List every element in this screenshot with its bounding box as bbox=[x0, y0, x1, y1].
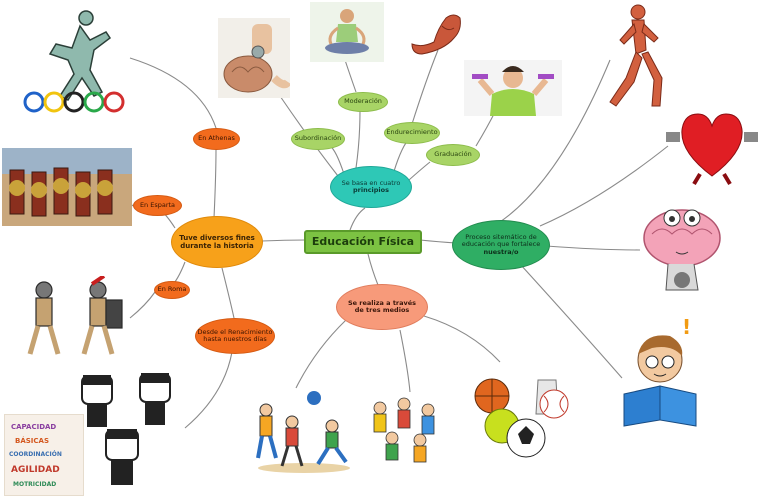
gladiators-icon bbox=[27, 276, 123, 355]
principles-line1: Se basa en cuatro bbox=[341, 178, 401, 187]
reading-boy-icon: ! bbox=[623, 316, 697, 427]
dumbbell-woman-icon bbox=[464, 60, 562, 116]
brain-exercise-icon bbox=[643, 209, 721, 291]
flexed-arm-icon bbox=[411, 14, 461, 55]
muscle-runner-icon bbox=[609, 4, 663, 107]
heart-dumbbell-icon bbox=[666, 113, 758, 186]
wordcloud-word-1: CAPACIDAD bbox=[11, 423, 57, 431]
link-principles-moderacion bbox=[355, 109, 361, 169]
link-means-kids bbox=[295, 319, 347, 389]
link-central-means bbox=[367, 253, 379, 286]
roma-node[interactable]: En Roma bbox=[154, 281, 190, 299]
graduacion-node[interactable]: Graduación bbox=[426, 144, 480, 166]
principles-line2: principios bbox=[352, 186, 389, 194]
link-means-sportskids bbox=[399, 329, 411, 393]
process-node[interactable]: Proceso sitemático de educación que fort… bbox=[452, 220, 550, 270]
sports-kids-icon bbox=[373, 397, 435, 463]
spartan-army-icon bbox=[2, 148, 132, 226]
link-history-renacimiento bbox=[221, 267, 235, 319]
link-principles-subordinacion bbox=[329, 145, 345, 175]
esparta-node[interactable]: En Esparta bbox=[133, 195, 182, 216]
kids-playing-icon bbox=[256, 391, 350, 473]
link-history-athenas bbox=[213, 147, 217, 219]
link-central-history bbox=[261, 239, 307, 242]
wordcloud-word-5: MOTRICIDAD bbox=[13, 481, 57, 488]
link-moderacion-meditation bbox=[344, 59, 357, 93]
process-line1: Proceso sitemático de educación que fort… bbox=[461, 232, 541, 249]
link-endurecimiento-arm bbox=[411, 49, 439, 125]
wordcloud-word-3: COORDINACIÓN bbox=[9, 451, 62, 458]
meditation-icon bbox=[310, 2, 384, 62]
subordinacion-node[interactable]: Subordinación bbox=[291, 128, 345, 150]
wordcloud-word-2: BÁSICAS bbox=[15, 437, 49, 445]
central-node[interactable]: Educación Física bbox=[304, 230, 422, 254]
link-process-brain bbox=[545, 245, 641, 251]
link-central-process bbox=[419, 239, 457, 244]
link-athenas-olympics bbox=[129, 57, 217, 129]
word-cloud-icon: CAPACIDAD BÁSICAS COORDINACIÓN AGILIDAD … bbox=[4, 414, 84, 496]
svg-text:!: ! bbox=[682, 316, 691, 339]
link-process-runner bbox=[499, 59, 611, 223]
principles-node[interactable]: Se basa en cuatro principios bbox=[330, 166, 412, 208]
process-line2: nuestra/o bbox=[483, 247, 519, 256]
cartoon-men-icon bbox=[81, 373, 171, 485]
renacimiento-node[interactable]: Desde el Renacimiento hasta nuestros día… bbox=[195, 318, 275, 354]
link-means-balls bbox=[423, 315, 501, 363]
link-central-principles bbox=[349, 207, 366, 231]
link-process-reader bbox=[519, 263, 623, 379]
moderacion-node[interactable]: Moderación bbox=[338, 92, 388, 112]
link-renacimiento-wordcloud bbox=[184, 351, 233, 429]
endurecimiento-node[interactable]: Endurecimiento bbox=[384, 122, 440, 144]
link-process-heart bbox=[539, 145, 669, 227]
olympic-discus-thrower-icon bbox=[23, 10, 125, 113]
means-node[interactable]: Se realiza a través de tres medios bbox=[336, 284, 428, 330]
link-roma-gladiators bbox=[129, 291, 156, 319]
athenas-node[interactable]: En Athenas bbox=[193, 128, 240, 150]
wordcloud-word-4: AGILIDAD bbox=[11, 465, 60, 475]
sports-balls-icon bbox=[474, 378, 569, 458]
brain-stethoscope-icon bbox=[218, 18, 290, 98]
history-node[interactable]: Tuve diversos fines durante la historia bbox=[171, 216, 263, 268]
